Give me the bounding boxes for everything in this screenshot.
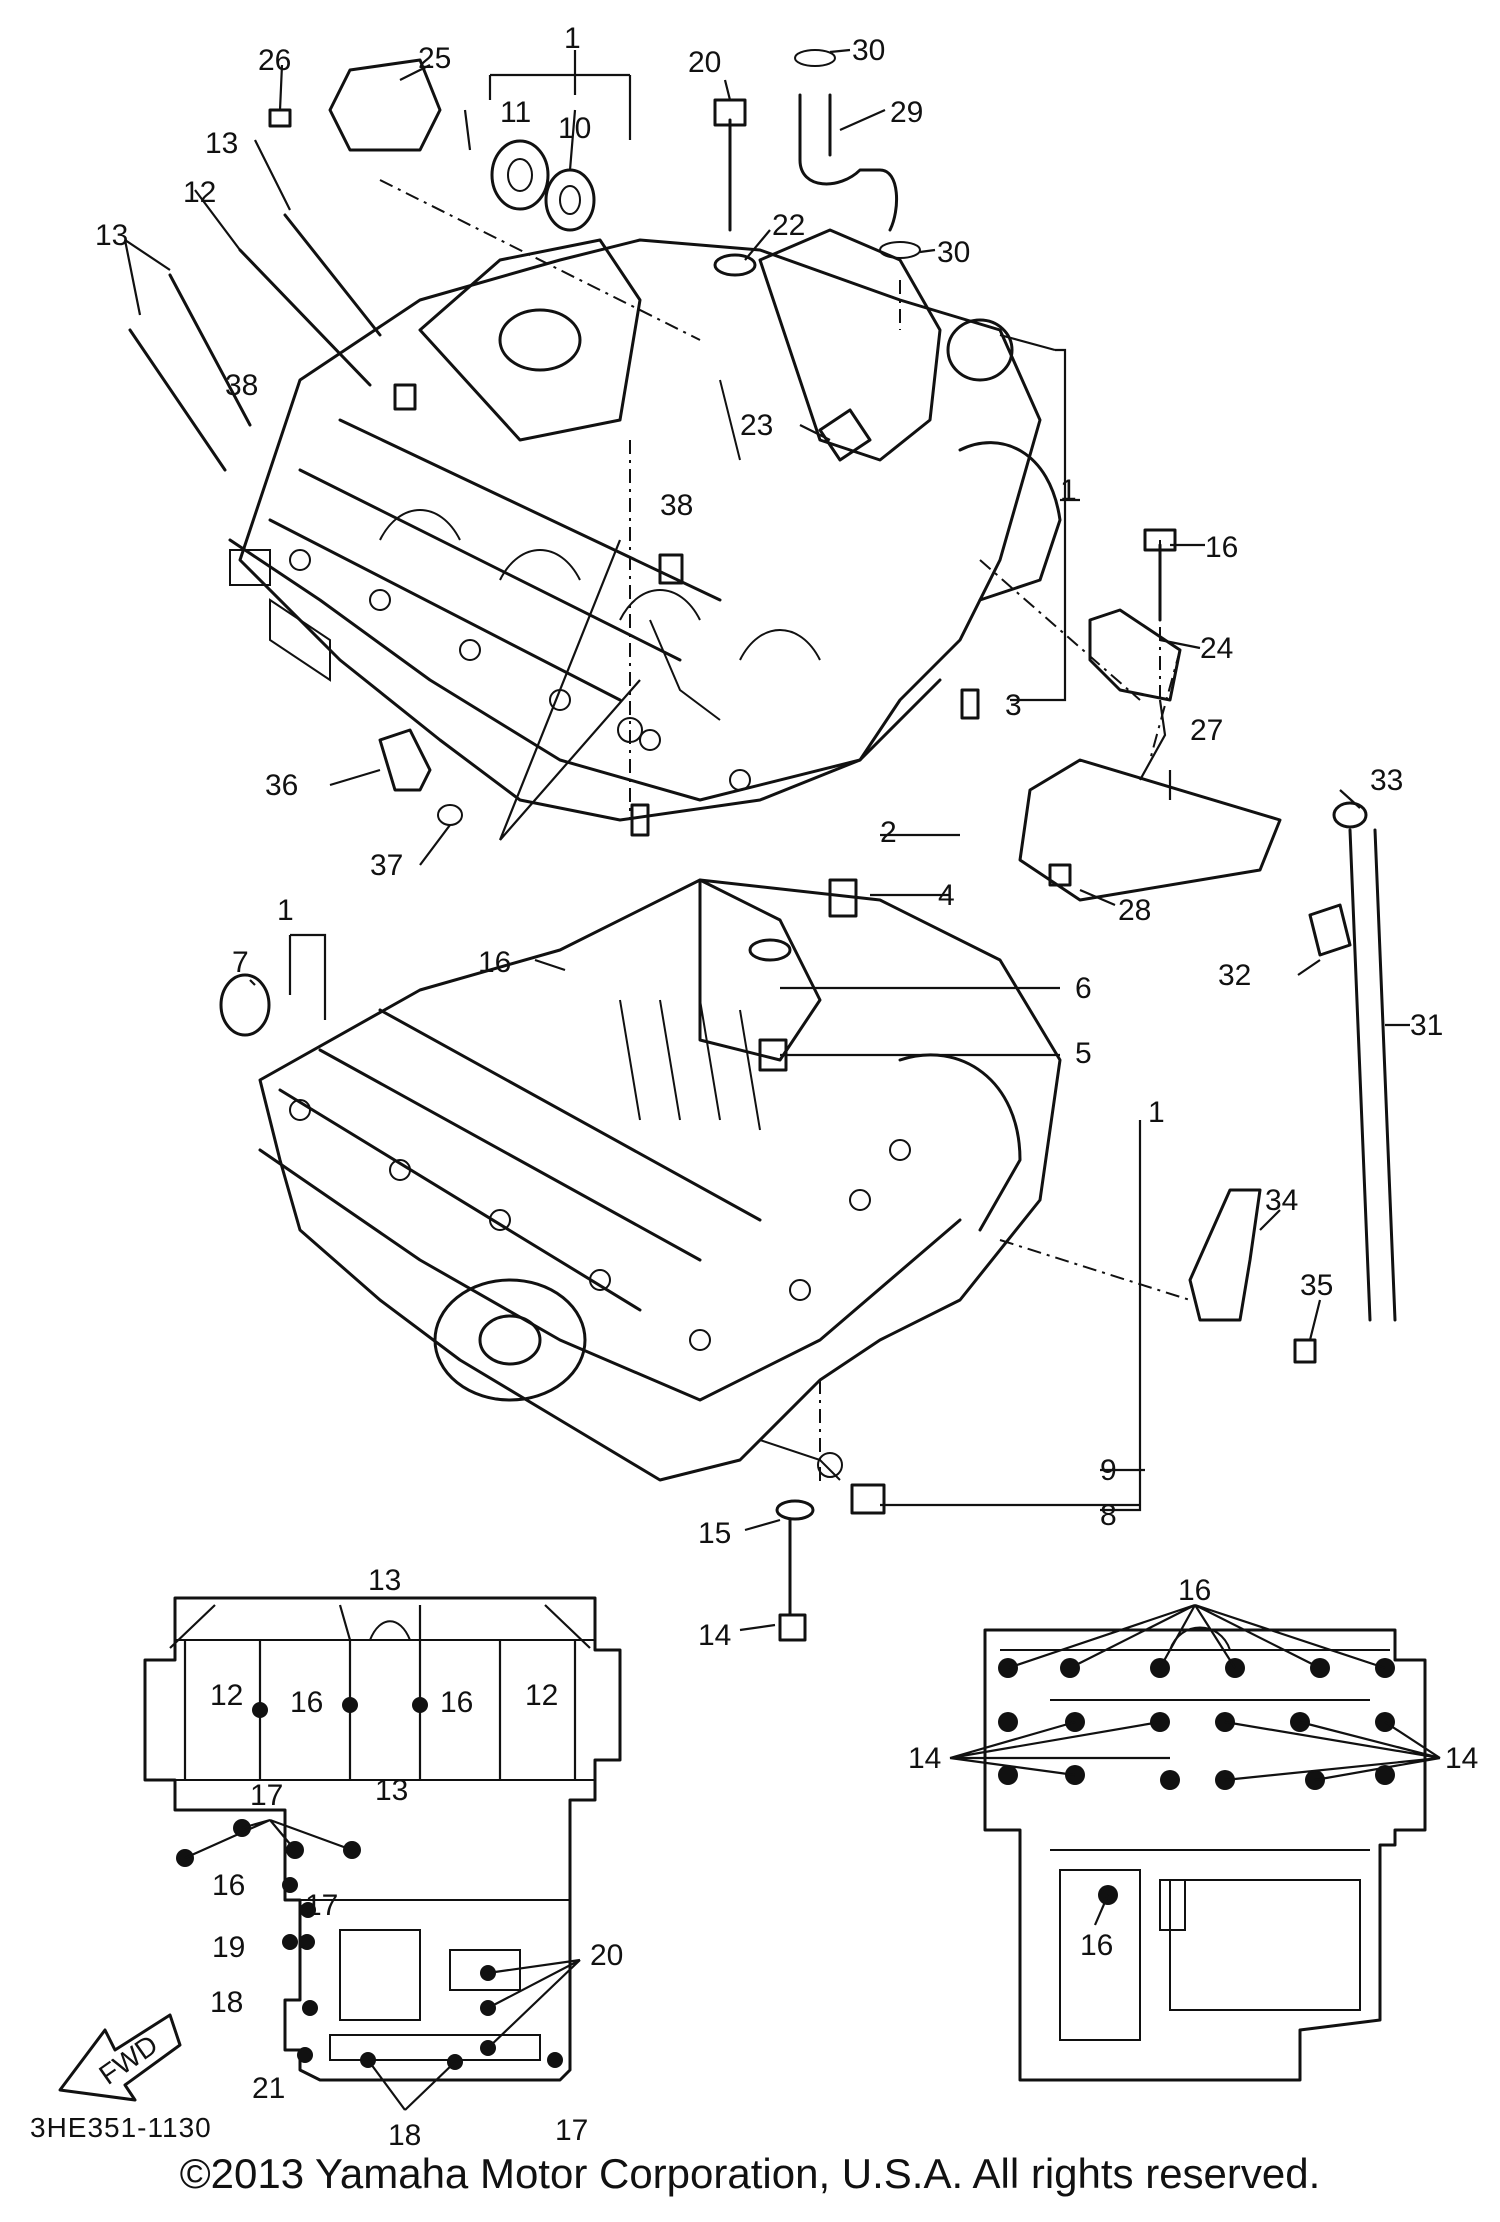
callout-15: 15 xyxy=(698,1517,731,1550)
callout-7: 7 xyxy=(232,946,249,979)
lower-crankcase xyxy=(258,878,1062,1482)
callout-31: 31 xyxy=(1410,1009,1443,1042)
ll-callout-16: 16 xyxy=(290,1686,323,1719)
callout-9: 9 xyxy=(1100,1454,1117,1487)
ll-callout-13: 13 xyxy=(368,1564,401,1597)
callout-23: 23 xyxy=(740,409,773,442)
ll-callout-17: 17 xyxy=(305,1889,338,1922)
callout-1: 1 xyxy=(1060,474,1077,507)
callout-16: 16 xyxy=(478,946,511,979)
callout-1: 1 xyxy=(277,894,294,927)
callout-30: 30 xyxy=(937,236,970,269)
callout-28: 28 xyxy=(1118,894,1151,927)
callout-13: 13 xyxy=(205,127,238,160)
lr-callout-16: 16 xyxy=(1178,1574,1211,1607)
ll-callout-13: 13 xyxy=(375,1774,408,1807)
callout-12: 12 xyxy=(183,176,216,209)
callout-27: 27 xyxy=(1190,714,1223,747)
small-parts xyxy=(128,49,1397,1642)
callout-13: 13 xyxy=(95,219,128,252)
copyright-notice: ©2013 Yamaha Motor Corporation, U.S.A. A… xyxy=(179,2150,1321,2197)
callout-22: 22 xyxy=(772,209,805,242)
ll-callout-12: 12 xyxy=(525,1679,558,1712)
callout-37: 37 xyxy=(370,849,403,882)
callout-34: 34 xyxy=(1265,1184,1298,1217)
ll-callout-17: 17 xyxy=(250,1779,283,1812)
callout-5: 5 xyxy=(1075,1037,1092,1070)
diagram-code: 3HE351-1130 xyxy=(30,2112,212,2143)
callout-38: 38 xyxy=(225,369,258,402)
callout-26: 26 xyxy=(258,44,291,77)
ll-callout-16: 16 xyxy=(212,1869,245,1902)
ll-callout-17: 17 xyxy=(555,2114,588,2147)
callout-29: 29 xyxy=(890,96,923,129)
ll-callout-16: 16 xyxy=(440,1686,473,1719)
lr-callout-14: 14 xyxy=(908,1742,941,1775)
callout-2: 2 xyxy=(880,816,897,849)
callout-4: 4 xyxy=(938,879,955,912)
lr-callout-16: 16 xyxy=(1080,1929,1113,1962)
callout-30: 30 xyxy=(852,34,885,67)
callout-25: 25 xyxy=(418,42,451,75)
callout-1: 1 xyxy=(564,22,581,55)
ll-callout-19: 19 xyxy=(212,1931,245,1964)
upper-crankcase xyxy=(228,228,1062,822)
callout-38: 38 xyxy=(660,489,693,522)
callout-14: 14 xyxy=(698,1619,731,1652)
callout-11: 11 xyxy=(500,96,531,129)
callout-8: 8 xyxy=(1100,1499,1117,1532)
lr-callout-14: 14 xyxy=(1445,1742,1478,1775)
callout-33: 33 xyxy=(1370,764,1403,797)
callout-20: 20 xyxy=(688,46,721,79)
lower-right-bolt-diagram: 16 14 14 16 xyxy=(908,1574,1478,2082)
ll-callout-18: 18 xyxy=(388,2119,421,2152)
callout-36: 36 xyxy=(265,769,298,802)
callout-10: 10 xyxy=(558,112,591,145)
ll-callout-18: 18 xyxy=(210,1986,243,2019)
leader-lines xyxy=(123,48,1410,1632)
main-callouts: 1 1 1 1 2 3 4 5 6 7 8 9 10 11 12 13 13 1… xyxy=(95,22,1443,1652)
callout-35: 35 xyxy=(1300,1269,1333,1302)
fwd-arrow-icon xyxy=(58,2013,182,2102)
callout-16: 16 xyxy=(1205,531,1238,564)
callout-3: 3 xyxy=(1005,689,1022,722)
ll-callout-20: 20 xyxy=(590,1939,623,1972)
callout-32: 32 xyxy=(1218,959,1251,992)
ll-callout-21: 21 xyxy=(252,2072,285,2105)
lower-left-bolt-diagram: FWD 13 12 16 16 12 17 13 16 17 19 18 20 … xyxy=(58,1564,623,2152)
callout-6: 6 xyxy=(1075,972,1092,1005)
callout-24: 24 xyxy=(1200,632,1233,665)
ll-callout-12: 12 xyxy=(210,1679,243,1712)
callout-1: 1 xyxy=(1148,1096,1165,1129)
